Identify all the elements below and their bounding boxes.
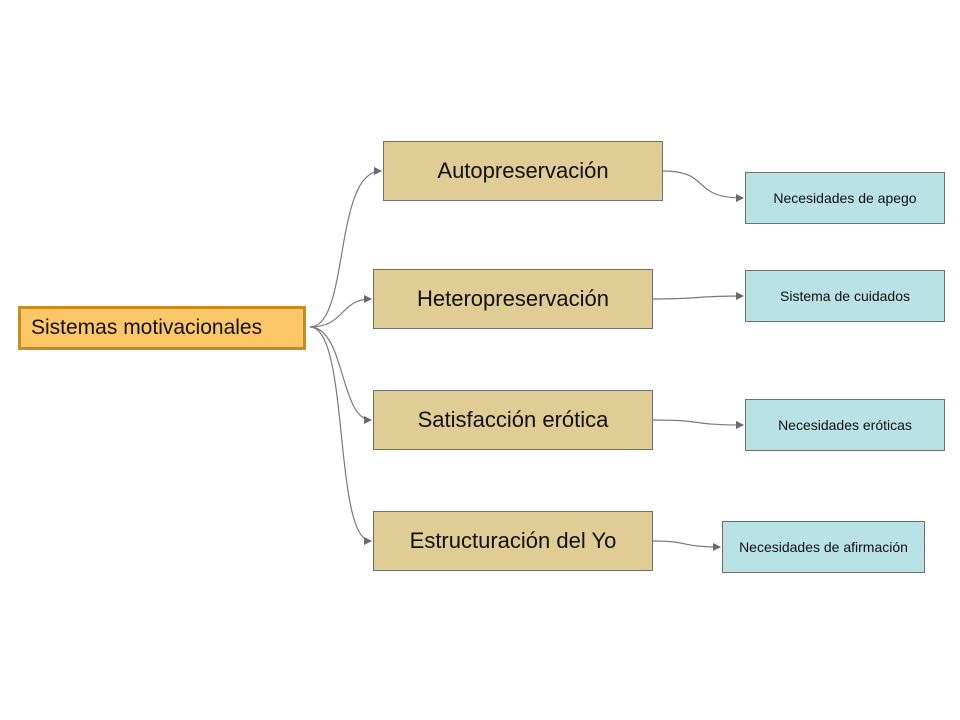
leaf-node-label: Necesidades de apego [773, 190, 917, 206]
root-node-sistemas-motivacionales[interactable]: Sistemas motivacionales [18, 306, 309, 353]
branch-node-heteropreservacion[interactable]: Heteropreservación [373, 269, 657, 333]
leaf-node-necesidades-de-afirmacion[interactable]: Necesidades de afirmación [722, 521, 928, 576]
branch-node-label: Estructuración del Yo [409, 528, 617, 553]
branch-node-autopreservacion[interactable]: Autopreservación [383, 141, 667, 205]
connector-autopreservacion-to-apego [662, 170, 744, 202]
leaf-node-label: Necesidades de afirmación [739, 539, 908, 555]
leaf-node-sistema-de-cuidados[interactable]: Sistema de cuidados [745, 270, 948, 325]
connector-root-to-satisfaccion [309, 326, 372, 424]
leaf-node-necesidades-eroticas[interactable]: Necesidades eróticas [745, 399, 948, 454]
connector-heteropreservacion-to-cuidados [652, 292, 744, 301]
connector-satisfaccion-to-eroticas [652, 419, 744, 429]
root-node-label: Sistemas motivacionales [31, 316, 263, 339]
branch-node-label: Satisfacción erótica [417, 407, 609, 432]
leaf-node-label: Necesidades eróticas [778, 417, 912, 433]
branch-node-satisfaccion-erotica[interactable]: Satisfacción erótica [373, 390, 657, 454]
connector-root-to-estructuracion [309, 326, 372, 545]
connector-root-to-autopreservacion [309, 167, 382, 328]
connector-estructuracion-to-afirmacion [652, 540, 721, 551]
branch-node-label: Heteropreservación [417, 286, 609, 311]
leaf-node-necesidades-de-apego[interactable]: Necesidades de apego [745, 172, 948, 227]
leaf-node-label: Sistema de cuidados [780, 288, 910, 304]
connector-root-to-heteropreservacion [309, 295, 372, 328]
branch-node-label: Autopreservación [437, 158, 609, 183]
branch-node-estructuracion-del-yo[interactable]: Estructuración del Yo [373, 511, 657, 575]
